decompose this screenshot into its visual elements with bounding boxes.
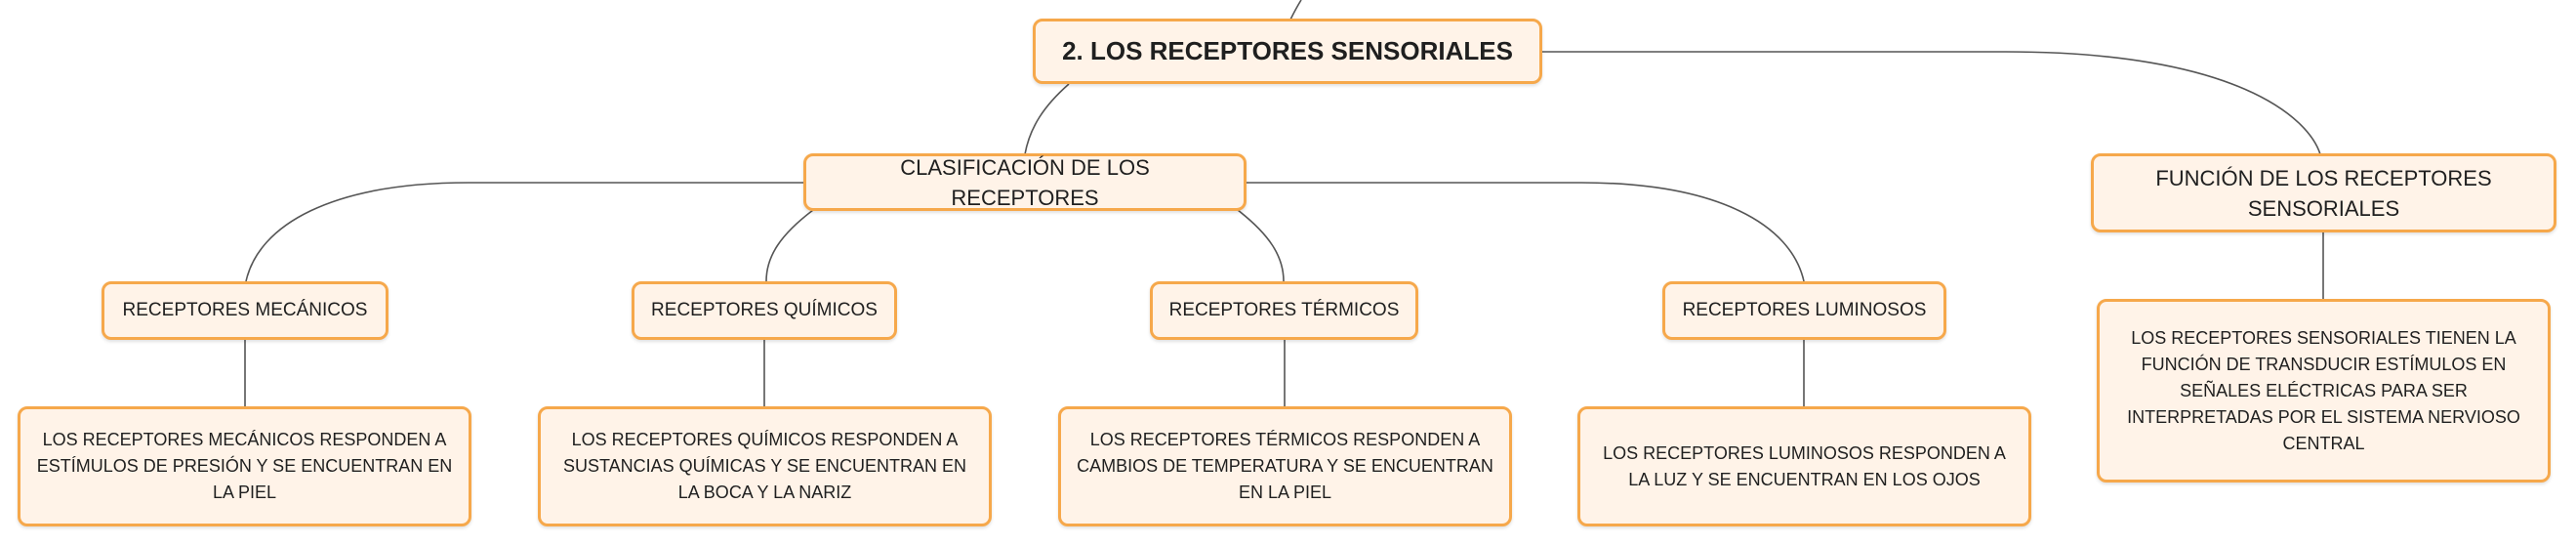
type-termicos[interactable]: RECEPTORES TÉRMICOS <box>1150 281 1418 340</box>
type-luminosos-label: RECEPTORES LUMINOSOS <box>1682 300 1927 320</box>
type-luminosos[interactable]: RECEPTORES LUMINOSOS <box>1662 281 1946 340</box>
type-quimicos[interactable]: RECEPTORES QUÍMICOS <box>632 281 897 340</box>
connector-classification-luminosos <box>1245 182 1805 282</box>
desc-luminosos-text: LOS RECEPTORES LUMINOSOS RESPONDEN A LA … <box>1603 442 2006 489</box>
desc-termicos-text: LOS RECEPTORES TÉRMICOS RESPONDEN A CAMB… <box>1077 430 1493 502</box>
desc-mecanicos[interactable]: LOS RECEPTORES MECÁNICOS RESPONDEN A EST… <box>18 406 471 526</box>
desc-quimicos-text: LOS RECEPTORES QUÍMICOS RESPONDEN A SUST… <box>562 430 967 502</box>
type-quimicos-label: RECEPTORES QUÍMICOS <box>651 300 878 320</box>
connector-root-classification <box>1024 83 1070 155</box>
root-topic[interactable]: 2. LOS RECEPTORES SENSORIALES <box>1033 19 1542 84</box>
connector-root-function <box>1540 51 2321 155</box>
connector-to-parent <box>1289 0 1302 21</box>
type-termicos-label: RECEPTORES TÉRMICOS <box>1168 300 1400 320</box>
desc-function[interactable]: LOS RECEPTORES SENSORIALES TIENEN LA FUN… <box>2097 299 2551 483</box>
function-topic[interactable]: FUNCIÓN DE LOS RECEPTORES SENSORIALES <box>2091 153 2556 232</box>
desc-luminosos[interactable]: LOS RECEPTORES LUMINOSOS RESPONDEN A LA … <box>1577 406 2031 526</box>
root-topic-label: 2. LOS RECEPTORES SENSORIALES <box>1062 36 1513 65</box>
function-topic-label: FUNCIÓN DE LOS RECEPTORES SENSORIALES <box>2155 165 2492 221</box>
desc-termicos[interactable]: LOS RECEPTORES TÉRMICOS RESPONDEN A CAMB… <box>1058 406 1512 526</box>
type-mecanicos[interactable]: RECEPTORES MECÁNICOS <box>102 281 388 340</box>
desc-mecanicos-text: LOS RECEPTORES MECÁNICOS RESPONDEN A EST… <box>36 430 453 502</box>
connector-classification-quimicos <box>765 209 814 282</box>
connector-classification-mecanicos <box>245 182 805 282</box>
classification-topic[interactable]: CLASIFICACIÓN DE LOS RECEPTORES <box>803 153 1247 211</box>
desc-function-text: LOS RECEPTORES SENSORIALES TIENEN LA FUN… <box>2127 327 2520 453</box>
type-mecanicos-label: RECEPTORES MECÁNICOS <box>122 300 368 320</box>
classification-topic-label: CLASIFICACIÓN DE LOS RECEPTORES <box>900 154 1150 210</box>
connector-classification-termicos <box>1237 209 1285 282</box>
desc-quimicos[interactable]: LOS RECEPTORES QUÍMICOS RESPONDEN A SUST… <box>538 406 992 526</box>
